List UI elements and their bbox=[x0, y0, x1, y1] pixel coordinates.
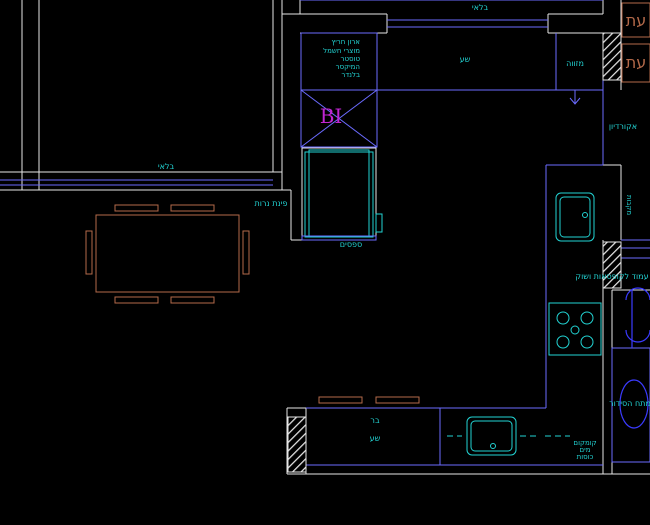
label-sapsim: ספסים bbox=[340, 240, 362, 249]
label-closet-1: ארון חריץ bbox=[331, 38, 360, 46]
cooktop bbox=[548, 302, 602, 356]
hatched-walls bbox=[287, 32, 622, 473]
label-closet-5: בלנדר bbox=[341, 71, 360, 79]
label-counter-bottom: שע bbox=[370, 434, 381, 443]
label-kumkum-2: מים bbox=[580, 446, 591, 454]
dishwasher bbox=[301, 147, 383, 241]
label-closet-3: טוסטר bbox=[341, 55, 361, 63]
label-side-1: עת bbox=[626, 11, 647, 30]
label-closet-2: מוצרי חשמל bbox=[323, 47, 360, 55]
label-mitbach-haseder: מתח הסידור bbox=[609, 399, 650, 408]
label-kumkum-1: קומקום bbox=[573, 439, 596, 447]
label-closet-4: המיקסר bbox=[336, 63, 360, 71]
label-counter-top: שע bbox=[460, 55, 471, 64]
arrow-down-icon bbox=[569, 90, 581, 105]
label-kumkum-3: כוסות bbox=[577, 453, 594, 461]
label-balkie-left: בלאי bbox=[158, 162, 175, 171]
label-side-2: עת bbox=[626, 53, 647, 72]
sink-top-right bbox=[555, 192, 595, 242]
label-mezaveh: מזווה bbox=[566, 59, 584, 68]
side-boxes bbox=[621, 2, 650, 83]
counter-lines bbox=[0, 0, 650, 466]
label-amud: עמוד לקופסאות ושוק bbox=[575, 272, 648, 281]
label-accordion: אקורדיון bbox=[609, 122, 637, 131]
bar-stools bbox=[318, 396, 420, 404]
label-pinat-nerot: פינת נרות bbox=[255, 199, 288, 208]
dining-table bbox=[85, 204, 250, 304]
label-bi: BI bbox=[320, 104, 343, 128]
sink-bottom bbox=[447, 416, 570, 456]
bath-fittings bbox=[619, 287, 650, 429]
label-balkie-top: בלאי bbox=[472, 3, 489, 12]
label-sink-area: מקבות bbox=[625, 195, 633, 216]
label-bar: בר bbox=[370, 416, 380, 425]
